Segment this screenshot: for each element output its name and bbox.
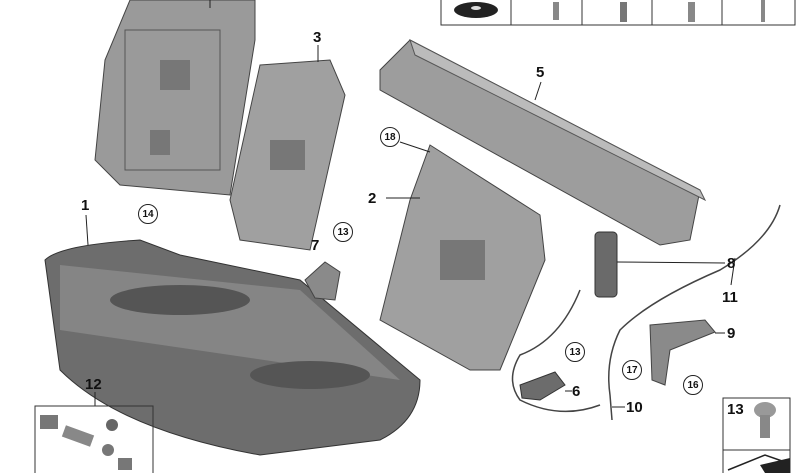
label-1: 1 — [81, 197, 90, 214]
bracket-7 — [304, 261, 341, 301]
backrest-frame-large — [94, 0, 256, 196]
label-13-box: 13 — [727, 401, 744, 418]
crossmember — [379, 38, 707, 246]
callout-17: 17 — [622, 360, 642, 380]
callout-18: 18 — [380, 127, 400, 147]
label-3: 3 — [313, 29, 322, 46]
bolt-icon — [553, 2, 559, 20]
callout-13: 13 — [565, 342, 585, 362]
backrest-frame-center — [379, 141, 546, 371]
label-10: 10 — [626, 399, 643, 416]
label-8: 8 — [727, 255, 736, 272]
callout-16: 16 — [683, 375, 703, 395]
hardware-box-top — [440, 0, 796, 26]
label-7: 7 — [311, 237, 320, 254]
kit-box-12 — [34, 405, 154, 473]
bolt-icon — [761, 0, 765, 22]
bracket-9 — [649, 319, 716, 386]
callout-14: 14 — [138, 204, 158, 224]
label-6: 6 — [572, 383, 581, 400]
label-11: 11 — [722, 289, 738, 306]
label-2: 2 — [368, 190, 377, 207]
cable-11 — [608, 204, 781, 421]
clip-icon — [727, 454, 786, 471]
latch-8 — [594, 231, 618, 298]
bolt-icon — [688, 2, 695, 22]
label-5: 5 — [536, 64, 545, 81]
screw-icon — [754, 402, 776, 418]
backrest-frame-narrow — [229, 45, 346, 251]
callout-13: 13 — [333, 222, 353, 242]
seat-cushion-shell — [44, 214, 421, 456]
label-9: 9 — [727, 325, 736, 342]
release-handle-6 — [519, 371, 566, 401]
label-12: 12 — [85, 376, 102, 393]
bolt-icon — [620, 2, 627, 22]
cable-10 — [511, 289, 601, 413]
